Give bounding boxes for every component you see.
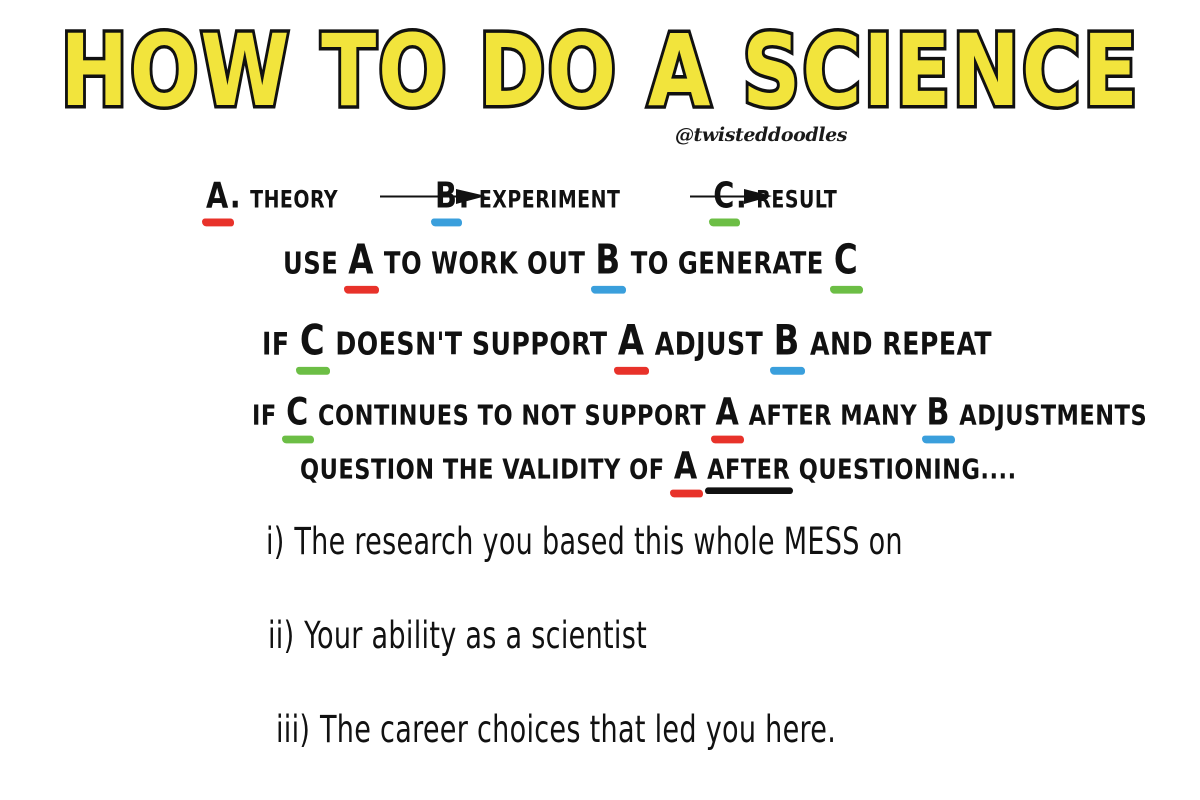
step-b-letter: B bbox=[430, 173, 463, 227]
artist-handle-block: @twisteddoodles bbox=[0, 124, 1200, 146]
step-b-label: EXPERIMENT bbox=[478, 184, 621, 213]
list-item-marker: iii) bbox=[276, 708, 311, 752]
use-text-1: USE bbox=[283, 246, 339, 282]
arrow-right-icon bbox=[378, 181, 488, 211]
use-text-2: TO WORK OUT bbox=[383, 246, 586, 282]
emphasis-after: AFTER bbox=[705, 452, 794, 495]
step-a-label: THEORY bbox=[250, 184, 339, 213]
marker-b: B bbox=[922, 389, 956, 444]
use-text-3: TO GENERATE bbox=[630, 246, 824, 282]
use-row: USE A TO WORK OUT B TO GENERATE C bbox=[283, 235, 864, 294]
question-text-1: QUESTION THE VALIDITY OF bbox=[300, 452, 665, 486]
page-title: HOW TO DO A SCIENCE bbox=[57, 10, 1140, 130]
if-one-text-3: ADJUST bbox=[654, 325, 764, 363]
if-two-text-4: ADJUSTMENTS bbox=[959, 398, 1148, 432]
artist-handle: @twisteddoodles bbox=[674, 124, 848, 146]
list-item-text: Your ability as a scientist bbox=[304, 614, 647, 658]
marker-b: B bbox=[591, 235, 627, 294]
list-item: ii) Your ability as a scientist bbox=[268, 614, 647, 658]
question-row: QUESTION THE VALIDITY OF A AFTER QUESTIO… bbox=[300, 443, 1017, 498]
if-two-text-3: AFTER MANY bbox=[748, 398, 918, 432]
if-one-row: IF C DOESN'T SUPPORT A ADJUST B AND REPE… bbox=[262, 315, 993, 375]
if-two-text-2: CONTINUES TO NOT SUPPORT bbox=[318, 398, 707, 432]
list-item: i)The research you based this whole MESS… bbox=[266, 520, 903, 564]
steps-row: A. THEORY B. EXPERIMENT C. RESULT bbox=[202, 173, 838, 227]
list-item-text: The career choices that led you here. bbox=[319, 708, 837, 752]
marker-a: A bbox=[344, 235, 379, 294]
list-item-marker: ii) bbox=[268, 614, 295, 658]
step-c-suffix: . bbox=[735, 173, 748, 217]
marker-c: C bbox=[829, 235, 864, 294]
marker-a: A bbox=[669, 443, 703, 498]
title-block: HOW TO DO A SCIENCE bbox=[0, 10, 1200, 130]
step-a-letter: A bbox=[202, 173, 234, 227]
marker-c: C bbox=[295, 315, 331, 375]
if-two-row: IF C CONTINUES TO NOT SUPPORT A AFTER MA… bbox=[252, 389, 1148, 444]
question-text-2: QUESTIONING.... bbox=[798, 452, 1017, 486]
if-one-text-4: AND REPEAT bbox=[810, 325, 993, 363]
marker-a: A bbox=[613, 315, 650, 375]
list-item-marker: i) bbox=[266, 520, 285, 564]
if-one-text-2: DOESN'T SUPPORT bbox=[335, 325, 608, 363]
if-two-text-1: IF bbox=[252, 398, 277, 432]
arrow-right-icon bbox=[688, 181, 774, 211]
marker-c: C bbox=[282, 389, 314, 444]
list-item-text: The research you based this whole MESS o… bbox=[294, 520, 903, 564]
list-item: iii)The career choices that led you here… bbox=[276, 708, 836, 752]
step-a-suffix: . bbox=[229, 173, 242, 217]
step-c-letter: C bbox=[709, 173, 740, 227]
marker-b: B bbox=[769, 315, 806, 375]
if-one-text-1: IF bbox=[262, 325, 290, 363]
marker-a: A bbox=[711, 389, 745, 444]
step-c-label: RESULT bbox=[756, 184, 838, 213]
